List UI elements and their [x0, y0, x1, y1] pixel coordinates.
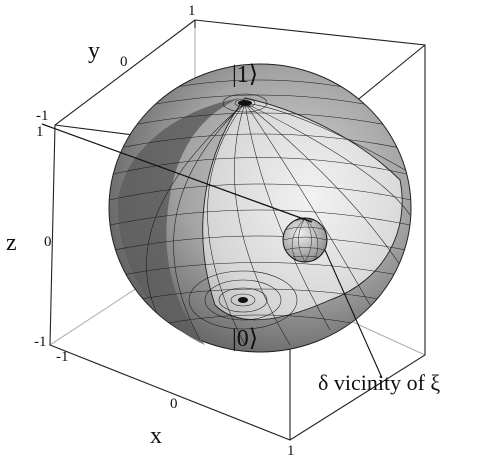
x-tick-right: 1	[287, 443, 295, 459]
state-zero-label: |0⟩	[232, 326, 258, 352]
axis-label-y: y	[88, 38, 100, 64]
sphere-front-region	[202, 97, 403, 321]
sphere-shadow-crescent	[117, 98, 240, 345]
annotation-pointer	[324, 249, 383, 379]
z-tick-bottom: -1	[34, 334, 47, 350]
x-tick-left: -1	[56, 349, 69, 365]
pole-one-marker	[238, 100, 252, 106]
pole-zero-marker	[238, 297, 248, 303]
z-tick-mid: 0	[44, 234, 52, 250]
vicinity-sphere	[282, 217, 328, 263]
state-one-label: |1⟩	[232, 62, 258, 88]
y-tick-mid: 0	[120, 54, 128, 70]
z-tick-top: 1	[36, 124, 44, 140]
axis-label-z: z	[6, 230, 17, 256]
x-tick-mid: 0	[170, 396, 178, 412]
state-vector-line	[41, 123, 313, 223]
bloch-sphere	[108, 63, 412, 353]
axis-label-x: x	[150, 423, 162, 449]
y-tick-top: 1	[188, 3, 196, 19]
y-tick-low: -1	[36, 108, 49, 124]
vicinity-annotation: δ vicinity of ξ	[318, 370, 440, 395]
